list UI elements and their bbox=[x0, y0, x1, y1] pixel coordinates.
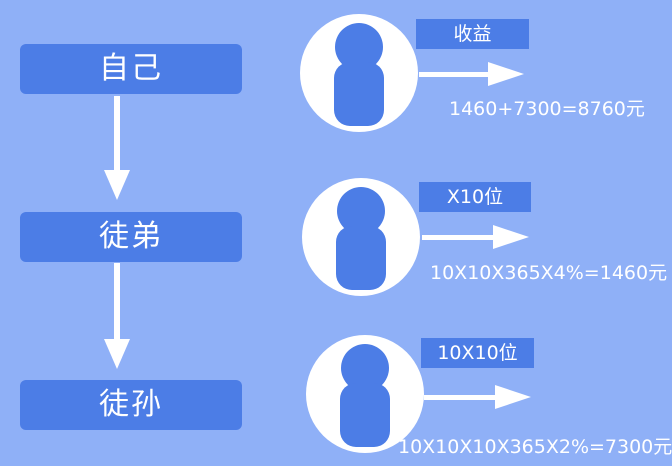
arrow-right-icon bbox=[419, 72, 489, 77]
arrow-right-icon-head bbox=[493, 225, 529, 249]
level-box-disciple: 徒弟 bbox=[20, 212, 242, 262]
income-tag: 收益 bbox=[416, 19, 529, 49]
level-box-grand-disciple: 徒孙 bbox=[20, 380, 242, 430]
person-icon bbox=[300, 14, 418, 132]
arrow-down-icon-head bbox=[104, 170, 130, 200]
person-icon-body bbox=[336, 226, 386, 290]
multiplier-tag: 10X10位 bbox=[421, 338, 534, 368]
person-icon bbox=[306, 335, 424, 453]
person-icon-body bbox=[334, 62, 384, 126]
person-icon bbox=[302, 178, 420, 296]
arrow-down-icon bbox=[114, 263, 120, 339]
arrow-right-icon bbox=[422, 235, 494, 240]
arrow-down-icon bbox=[114, 96, 120, 170]
arrow-right-icon-head bbox=[488, 62, 524, 86]
arrow-right-icon-head bbox=[495, 385, 531, 409]
multiplier-tag: X10位 bbox=[419, 182, 531, 212]
formula-self: 1460+7300=8760元 bbox=[449, 98, 645, 120]
arrow-down-icon-head bbox=[104, 339, 130, 369]
formula-grand-disciple: 10X10X10X365X2%=7300元 bbox=[398, 436, 672, 458]
person-icon-body bbox=[340, 383, 390, 447]
arrow-right-icon bbox=[424, 395, 496, 400]
level-box-self: 自己 bbox=[20, 44, 242, 94]
formula-disciple: 10X10X365X4%=1460元 bbox=[430, 262, 668, 284]
